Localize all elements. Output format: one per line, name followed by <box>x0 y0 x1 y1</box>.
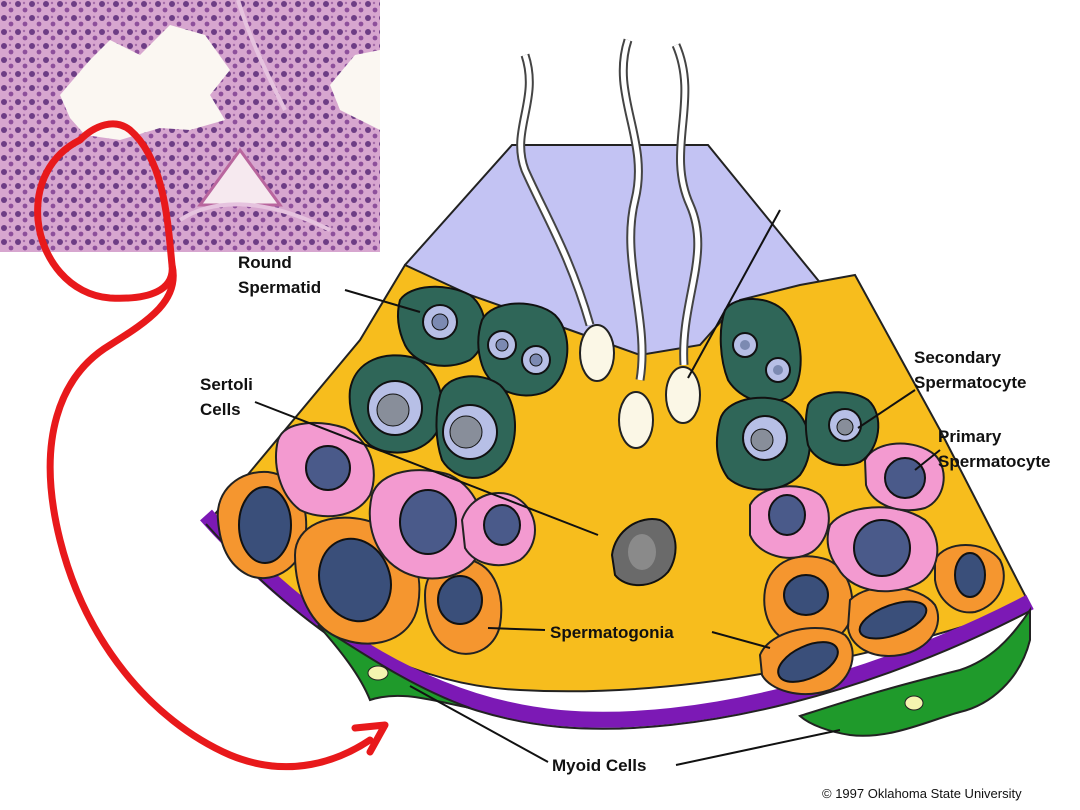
primary-spermatocyte <box>750 486 829 558</box>
leader-myoid-right <box>676 730 840 765</box>
sperm-head <box>666 367 700 423</box>
label-round-spermatid-1: Round <box>238 253 292 272</box>
label-round-spermatid-2: Spermatid <box>238 278 321 297</box>
label-primary-spermatocyte-1: Primary <box>938 427 1002 446</box>
label-myoid-cells: Myoid Cells <box>552 756 646 775</box>
primary-spermatocyte <box>462 493 535 565</box>
copyright-notice: © 1997 Oklahoma State University <box>822 786 1022 801</box>
label-spermatogonia: Spermatogonia <box>550 623 674 642</box>
spermatogonium <box>935 545 1004 612</box>
spermatocyte-large <box>350 355 443 452</box>
spermatogonium <box>848 587 938 656</box>
secondary-spermatocyte-cell <box>806 392 879 465</box>
primary-spermatocyte <box>276 423 374 516</box>
sperm-head <box>580 325 614 381</box>
sperm-head <box>619 392 653 448</box>
spermatocyte-large <box>436 376 515 478</box>
label-primary-spermatocyte-2: Spermatocyte <box>938 452 1050 471</box>
label-secondary-spermatocyte-1: Secondary <box>914 348 1001 367</box>
primary-spermatocyte <box>865 444 944 511</box>
label-sertoli-cells-2: Cells <box>200 400 241 419</box>
myoid-nucleus-left <box>368 666 388 680</box>
myoid-nucleus-right <box>905 696 923 710</box>
label-sertoli-cells-1: Sertoli <box>200 375 253 394</box>
label-secondary-spermatocyte-2: Spermatocyte <box>914 373 1026 392</box>
histology-micrograph <box>0 0 380 252</box>
spermatocyte-large <box>717 398 810 490</box>
round-spermatid-cell <box>398 287 485 366</box>
